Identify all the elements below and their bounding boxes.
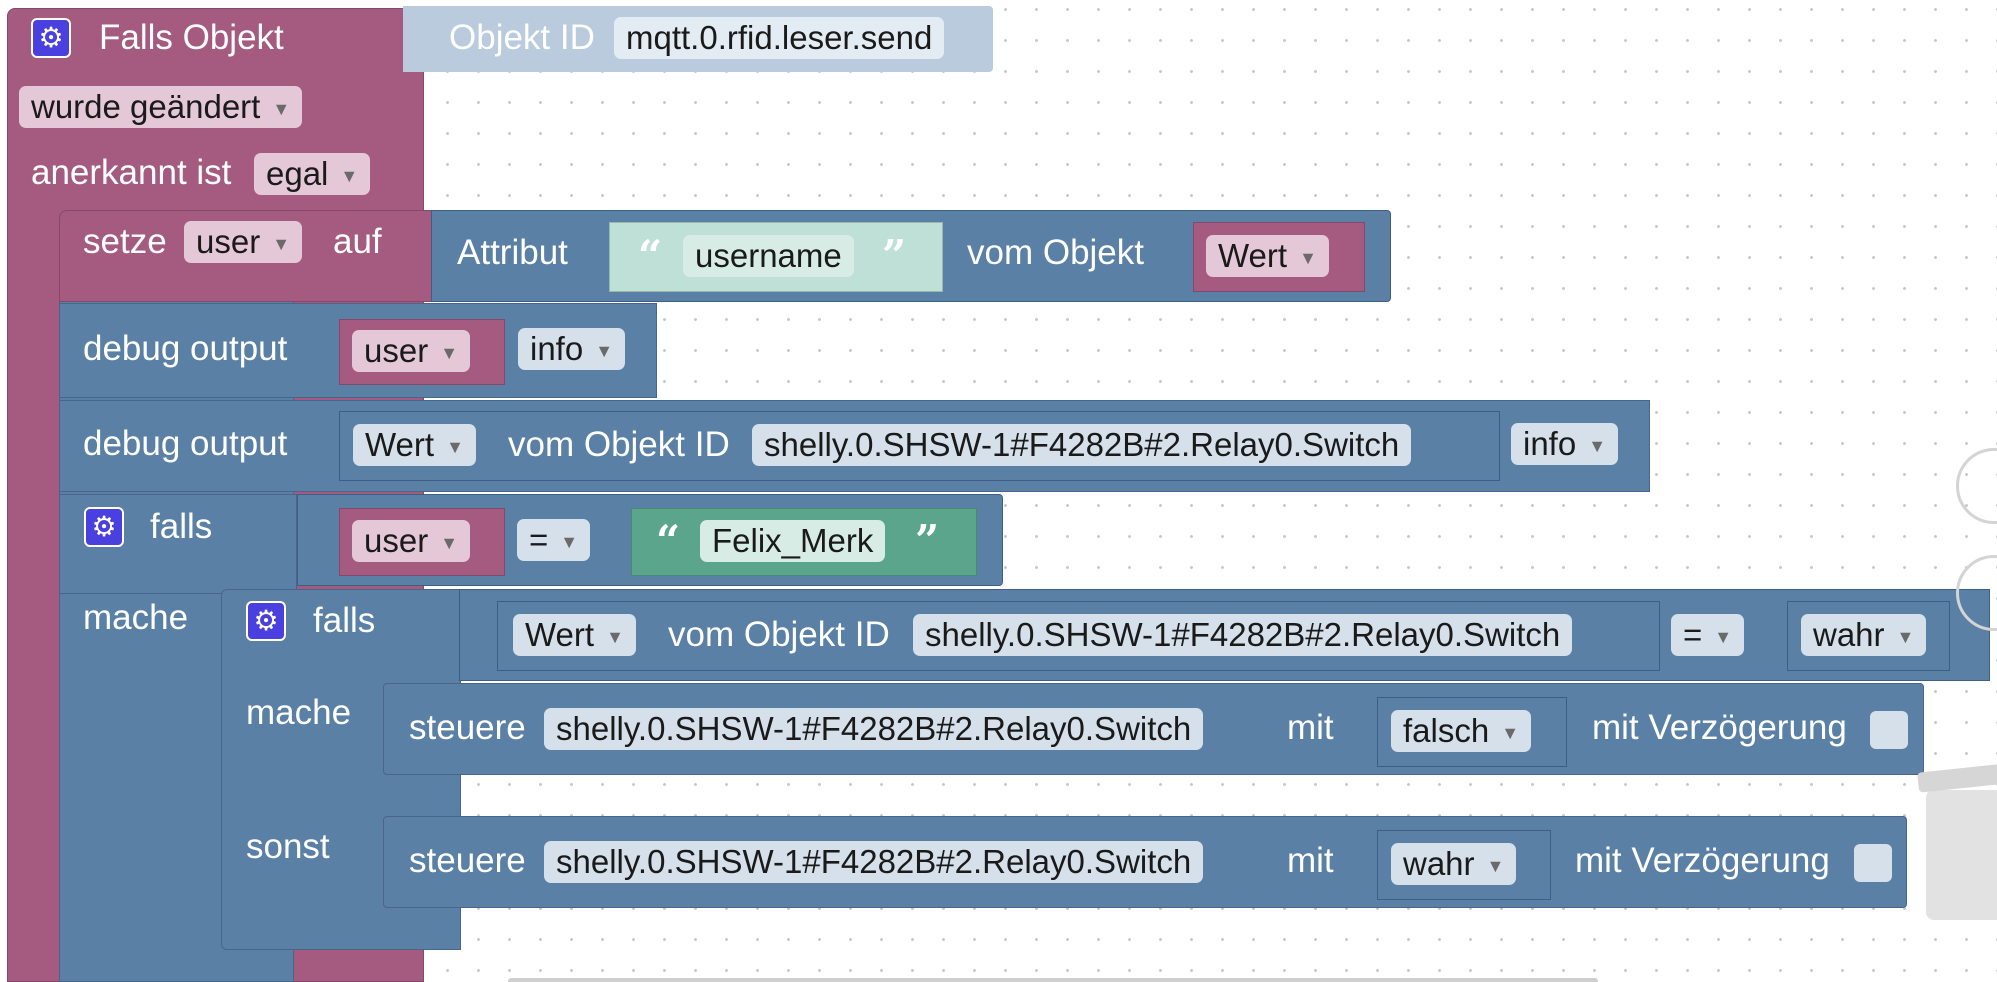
changed-dropdown[interactable]: wurde geändert ▼ [19, 86, 303, 128]
felix-text-field[interactable]: Felix_Merk [700, 520, 886, 562]
delay-checkbox-1[interactable] [1870, 711, 1908, 749]
set-to-label: auf [333, 222, 382, 261]
chevron-down-icon: ▼ [440, 343, 459, 363]
user-variable-dropdown[interactable]: user ▼ [352, 330, 471, 372]
chevron-down-icon: ▼ [1896, 627, 1915, 647]
value-option: Wert [1218, 237, 1288, 274]
from-object-label: vom Objekt [967, 233, 1144, 272]
property-dropdown-1[interactable]: Wert ▼ [353, 424, 476, 466]
ack-option: egal [266, 155, 329, 192]
control-label-1: steuere [409, 708, 526, 747]
log-level-dropdown-2[interactable]: info ▼ [1511, 423, 1619, 465]
if-inner-label: falls [313, 601, 376, 640]
close-quote-icon: ” [882, 231, 907, 280]
user-variable-name: user [364, 332, 429, 369]
trigger-title: Falls Objekt [99, 18, 284, 57]
bool-option-false: falsch [1403, 712, 1490, 749]
delay-label-2: mit Verzögerung [1575, 841, 1830, 880]
if-outer-do-label: mache [83, 598, 189, 637]
if-inner-else-label: sonst [246, 827, 330, 866]
control-with-label-1: mit [1287, 708, 1334, 747]
set-label: setze [83, 222, 167, 261]
log-level-dropdown-1[interactable]: info ▼ [518, 328, 626, 370]
bool-option-true: wahr [1403, 845, 1475, 882]
ack-dropdown[interactable]: egal ▼ [254, 153, 371, 195]
changed-option: wurde geändert [31, 88, 261, 125]
debug-label-1: debug output [83, 329, 288, 368]
operator-dropdown-2[interactable]: =▼ [1671, 614, 1745, 656]
from-object-id-label-2: vom Objekt ID [668, 615, 890, 654]
user-variable-name-2: user [364, 522, 429, 559]
chevron-down-icon: ▼ [1299, 248, 1317, 268]
if-outer-label: falls [150, 507, 213, 546]
operator-2: = [1683, 616, 1703, 653]
property-dropdown-2[interactable]: Wert ▼ [513, 614, 636, 656]
chevron-down-icon: ▼ [340, 166, 359, 186]
control-with-label-2: mit [1287, 841, 1334, 880]
set-variable-dropdown[interactable]: user ▼ [184, 221, 303, 263]
property-option-2: Wert [525, 616, 595, 653]
object-id-field-2[interactable]: shelly.0.SHSW-1#F4282B#2.Relay0.Switch [913, 614, 1573, 656]
from-object-id-label-1: vom Objekt ID [508, 425, 730, 464]
control-object-id-2[interactable]: shelly.0.SHSW-1#F4282B#2.Relay0.Switch [544, 841, 1204, 883]
operator-dropdown-1[interactable]: =▼ [517, 519, 591, 561]
trash-icon[interactable] [1926, 790, 1997, 920]
log-level-1: info [530, 330, 584, 367]
gear-icon[interactable]: ⚙ [246, 601, 286, 641]
delay-checkbox-2[interactable] [1854, 844, 1892, 882]
gear-icon[interactable]: ⚙ [84, 507, 124, 547]
offscreen-block-edge [508, 978, 1598, 982]
operator-1: = [529, 521, 549, 558]
set-variable-name: user [196, 223, 261, 260]
chevron-down-icon: ▼ [595, 341, 614, 361]
zoom-reset-icon[interactable] [1956, 448, 1997, 524]
if-inner-do-label: mache [246, 693, 352, 732]
delay-label-1: mit Verzögerung [1592, 708, 1847, 747]
gear-icon[interactable]: ⚙ [31, 18, 71, 58]
chevron-down-icon: ▼ [446, 437, 464, 457]
bool-dropdown-true[interactable]: wahr ▼ [1391, 843, 1517, 885]
chevron-down-icon: ▼ [440, 533, 459, 553]
username-field[interactable]: username [683, 235, 854, 277]
ack-label: anerkannt ist [31, 153, 232, 192]
property-option-1: Wert [365, 426, 435, 463]
open-quote-icon: “ [638, 231, 663, 280]
close-quote-icon: ” [915, 516, 940, 565]
value-dropdown[interactable]: Wert ▼ [1206, 235, 1329, 277]
control-object-id-1[interactable]: shelly.0.SHSW-1#F4282B#2.Relay0.Switch [544, 708, 1204, 750]
trash-lid [1917, 763, 1997, 793]
user-variable-dropdown-2[interactable]: user ▼ [352, 520, 471, 562]
chevron-down-icon: ▼ [1588, 436, 1607, 456]
log-level-2: info [1523, 425, 1577, 462]
control-label-2: steuere [409, 841, 526, 880]
object-id-field-1[interactable]: shelly.0.SHSW-1#F4282B#2.Relay0.Switch [752, 424, 1412, 466]
chevron-down-icon: ▼ [560, 532, 579, 552]
chevron-down-icon: ▼ [1714, 627, 1733, 647]
open-quote-icon: “ [656, 516, 681, 565]
bool-option-inner: wahr [1813, 616, 1885, 653]
object-id-field[interactable]: mqtt.0.rfid.leser.send [614, 17, 945, 59]
attribute-label: Attribut [457, 233, 568, 272]
bool-dropdown-false[interactable]: falsch ▼ [1391, 710, 1532, 752]
chevron-down-icon: ▼ [606, 627, 624, 647]
chevron-down-icon: ▼ [1486, 856, 1505, 876]
chevron-down-icon: ▼ [1501, 723, 1520, 743]
debug-label-2: debug output [83, 424, 288, 463]
chevron-down-icon: ▼ [272, 99, 291, 119]
bool-dropdown-inner[interactable]: wahr ▼ [1801, 614, 1927, 656]
chevron-down-icon: ▼ [272, 234, 291, 254]
object-id-label: Objekt ID [449, 18, 595, 57]
